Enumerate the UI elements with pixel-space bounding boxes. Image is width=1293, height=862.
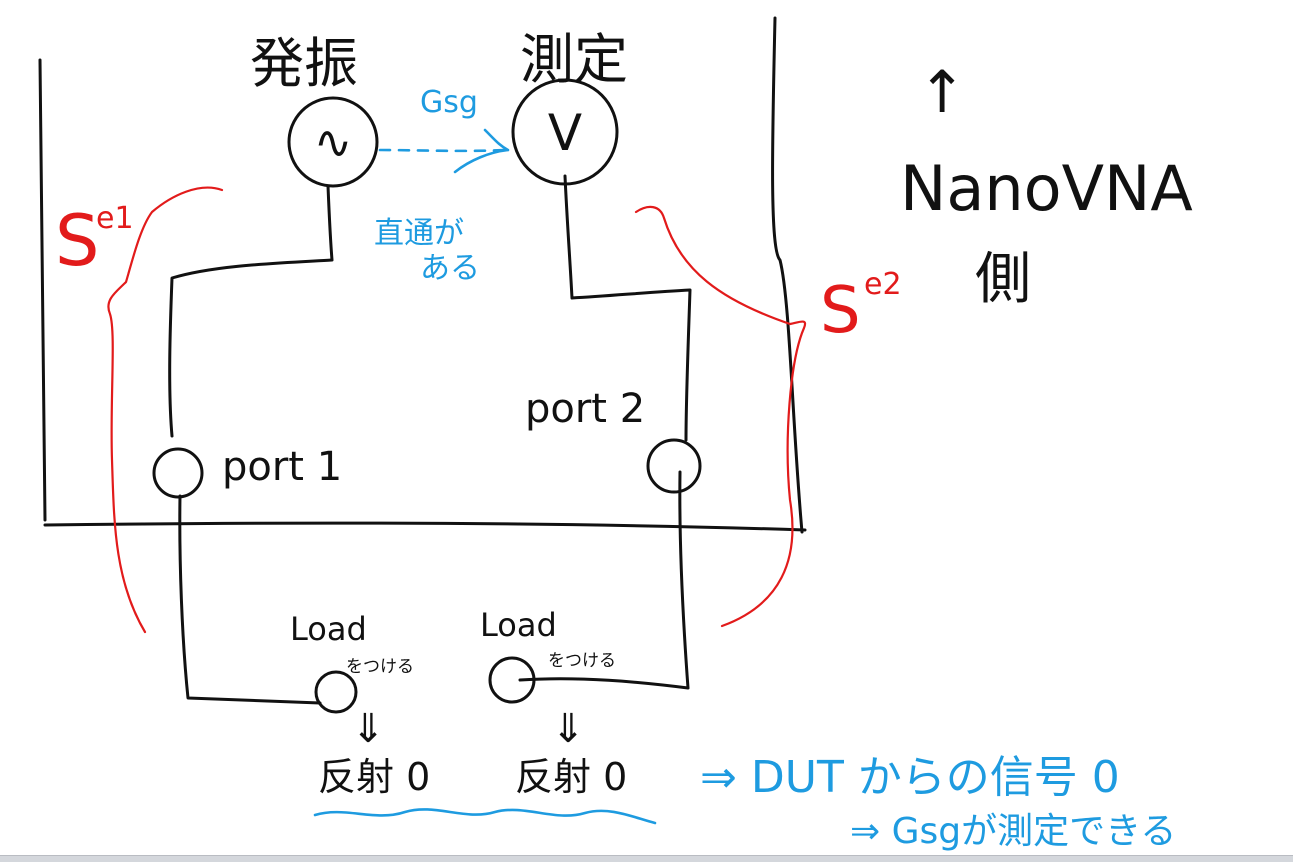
e2-bracket — [634, 205, 807, 628]
reflect-left-label: 反射 0 — [318, 755, 430, 799]
gsg-arrow-head — [453, 128, 510, 174]
load-right-label: Load — [480, 606, 557, 644]
e2-subscript: e2 — [864, 267, 902, 302]
nanovna-side-label: 側 — [975, 247, 1031, 312]
port1-cable — [178, 494, 322, 705]
conclusion-line1: ⇒ DUT からの信号 0 — [700, 752, 1120, 803]
load-left-circle — [314, 670, 358, 714]
e2-s-letter: S — [820, 274, 861, 348]
reflect-right-label: 反射 0 — [515, 755, 627, 799]
load-left-label: Load — [290, 610, 367, 648]
voltmeter-symbol-icon: V — [548, 104, 582, 162]
oscillator-label: 発振 — [250, 32, 358, 95]
source-symbol-icon: ∿ — [314, 115, 353, 169]
frame-left-wall — [38, 58, 47, 522]
implies-right-arrow-icon: ⇓ — [551, 706, 585, 752]
port2-cable — [518, 470, 690, 690]
gsg-dashed-arrow — [378, 148, 507, 153]
source-circle — [287, 96, 379, 188]
direct-path-label-line2: ある — [420, 251, 480, 286]
direct-path-label-line1: 直通が — [374, 216, 464, 251]
attach-left-label: をつける — [346, 657, 414, 677]
window-bottom-bar — [0, 855, 1293, 862]
port2-label: port 2 — [525, 386, 645, 432]
frame-right-wall — [771, 16, 804, 534]
port1-label: port 1 — [222, 444, 342, 490]
e1-bracket — [107, 186, 224, 634]
attach-right-label: をつける — [548, 651, 616, 671]
source-to-port1-wire — [168, 184, 334, 438]
nanovna-label: NanoVNA — [900, 152, 1193, 225]
voltmeter-to-port2-wire — [563, 174, 692, 442]
port2-connector — [646, 438, 702, 494]
gsg-label: Gsg — [420, 85, 478, 120]
frame-bottom-edge — [43, 521, 807, 532]
load-right-circle — [488, 656, 536, 704]
e1-s-letter: S — [55, 200, 99, 282]
up-arrow-icon: ↑ — [918, 58, 967, 126]
port1-connector — [152, 447, 204, 499]
e1-subscript: e1 — [96, 201, 134, 236]
conclusion-line2: ⇒ Gsgが測定できる — [850, 811, 1176, 852]
reflect-underline-wave — [313, 808, 657, 825]
implies-left-arrow-icon: ⇓ — [351, 706, 385, 752]
